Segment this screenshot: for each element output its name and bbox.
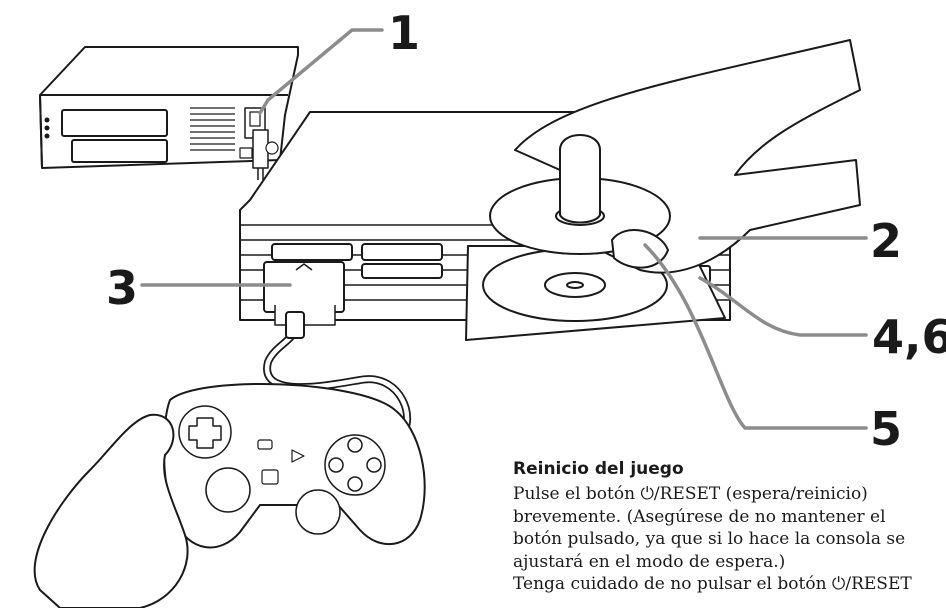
cable-plug — [285, 311, 305, 339]
console-rear-view — [39, 46, 299, 180]
callout-4-6: 4,6 — [872, 310, 946, 364]
reset-line-4: ajustará en el modo de espera.) — [513, 551, 786, 572]
reset-line-3: botón pulsado, ya que si lo hace la cons… — [513, 529, 906, 549]
leader-line-4-6 — [698, 276, 868, 337]
hand-with-controller — [33, 413, 189, 608]
callout-1: 1 — [388, 6, 421, 60]
hand-with-disc — [489, 39, 861, 274]
reset-line-5: Tenga cuidado de no pulsar el botón ⏻/RE… — [513, 574, 912, 594]
callout-3: 3 — [106, 261, 139, 315]
reset-line-1: Pulse el botón ⏻/RESET (espera/reinicio) — [513, 484, 868, 504]
callout-5: 5 — [870, 402, 903, 456]
reset-heading: Reinicio del juego — [513, 459, 684, 479]
controller — [162, 382, 426, 549]
leader-line-1 — [258, 28, 384, 115]
leader-line-5 — [643, 243, 868, 430]
callout-2: 2 — [870, 214, 903, 268]
reset-instructions: Reinicio del juego Pulse el botón ⏻/RESE… — [513, 458, 946, 596]
reset-line-2: brevemente. (Asegúrese de no mantener el — [513, 506, 886, 527]
